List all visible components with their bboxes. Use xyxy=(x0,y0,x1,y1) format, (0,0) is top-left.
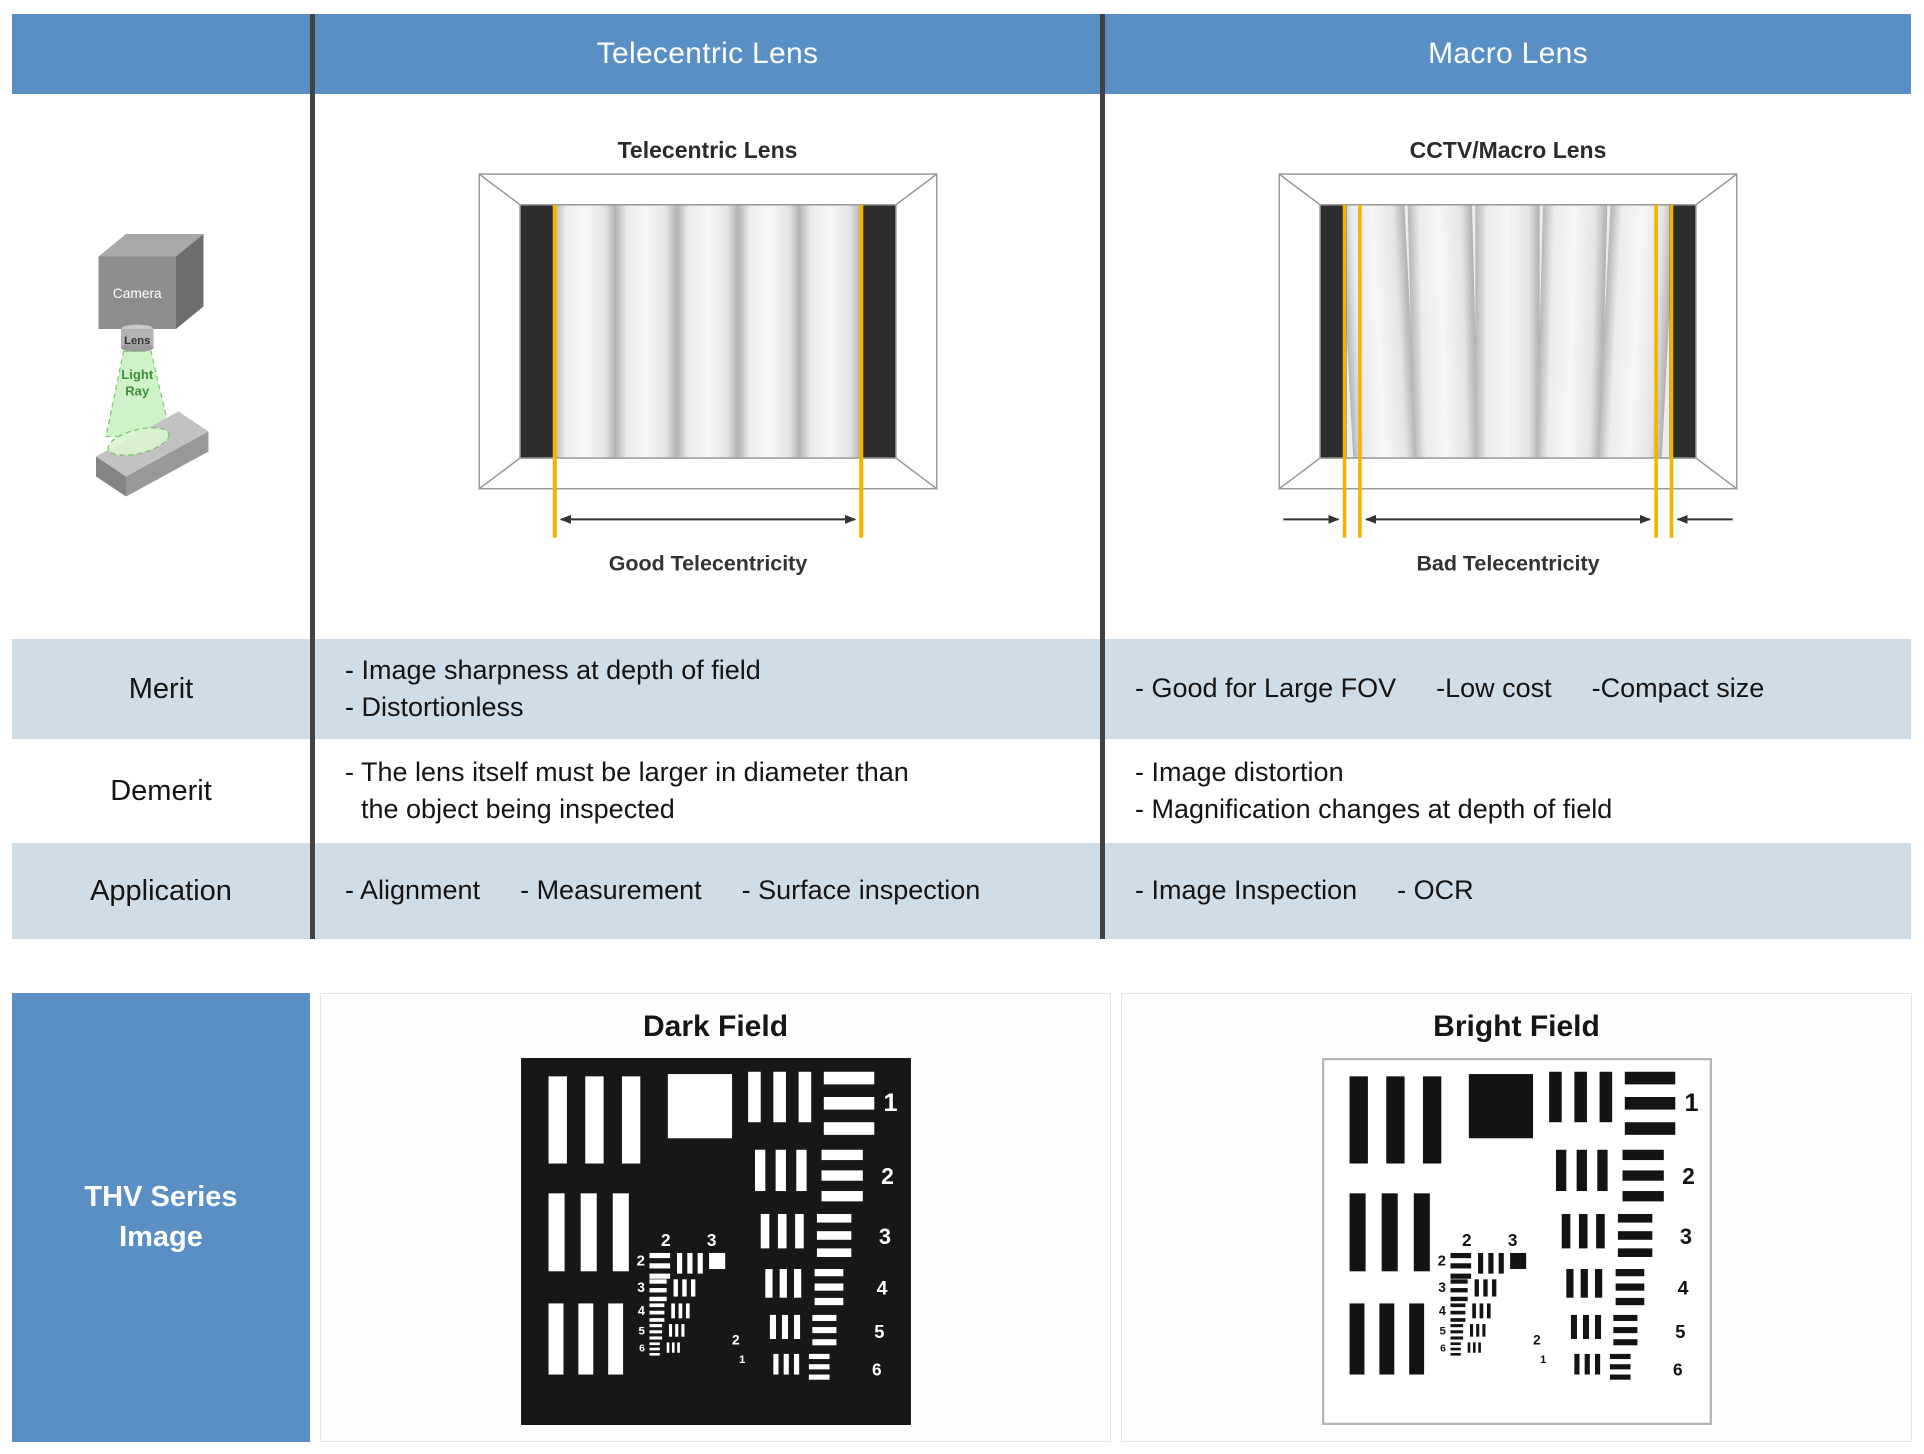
merit-macro-item: - Good for Large FOV xyxy=(1135,673,1397,704)
thv-series-section: THV Series Image Dark Field Bright Field xyxy=(12,993,1912,1442)
header-telecentric-label: Telecentric Lens xyxy=(596,37,819,70)
merit-macro-item: -Compact size xyxy=(1591,673,1765,704)
dark-band-left xyxy=(519,204,555,458)
camera-top-face xyxy=(98,234,204,257)
application-telecentric-cell: - Alignment - Measurement - Surface insp… xyxy=(315,843,1100,939)
camera-setup-cell: Camera Lens Light Ray xyxy=(12,94,310,639)
demerit-telecentric-line: - The lens itself must be larger in diam… xyxy=(345,756,909,787)
merit-label-text: Merit xyxy=(128,672,194,705)
macro-panel-title: CCTV/Macro Lens xyxy=(1409,136,1607,163)
application-macro-item: - OCR xyxy=(1397,875,1474,906)
macro-lens-diagram: Bad Telecentricity xyxy=(1278,172,1738,575)
camera-side-face xyxy=(176,234,204,329)
dark-field-test-chart xyxy=(520,1058,911,1425)
header-telecentric-lens: Telecentric Lens xyxy=(315,14,1100,94)
dark-band-right xyxy=(860,204,896,458)
macro-caption: Bad Telecentricity xyxy=(1416,551,1599,575)
application-macro-item: - Image Inspection xyxy=(1135,875,1358,906)
thv-label-line1: THV Series xyxy=(84,1181,238,1214)
lens-comparison-table: Telecentric Lens Macro Lens Camera Lens … xyxy=(12,14,1911,939)
thv-series-label-cell: THV Series Image xyxy=(12,993,310,1442)
thv-label-line2: Image xyxy=(119,1220,203,1253)
row-label-demerit: Demerit xyxy=(12,739,310,843)
macro-panel: CCTV/Macro Lens xyxy=(1273,137,1743,597)
application-telecentric-item: - Surface inspection xyxy=(741,875,981,906)
merit-telecentric-line: - Distortionless xyxy=(345,692,524,722)
column-divider-right xyxy=(1100,14,1105,939)
bright-field-test-chart xyxy=(1321,1058,1712,1425)
telecentric-diagram-cell: Telecentric Lens xyxy=(315,94,1100,639)
light-ray-label-line1: Light xyxy=(121,367,154,382)
object-wedge-front xyxy=(126,431,209,497)
lens-cylinder xyxy=(121,329,154,348)
outer-frame xyxy=(1278,172,1738,489)
demerit-telecentric-cell: - The lens itself must be larger in diam… xyxy=(315,739,1100,843)
camera-label: Camera xyxy=(113,286,162,301)
camera-setup-diagram: Camera Lens Light Ray xyxy=(96,234,209,497)
header-macro-lens: Macro Lens xyxy=(1105,14,1911,94)
camera-front-face xyxy=(98,256,176,329)
lens-cylinder-bottom xyxy=(121,343,154,353)
merit-telecentric-cell: - Image sharpness at depth of field - Di… xyxy=(315,639,1100,739)
dark-band-right xyxy=(1669,204,1696,458)
application-telecentric-item: - Alignment xyxy=(345,875,481,906)
dark-field-cell: Dark Field xyxy=(320,993,1111,1442)
telecentric-caption: Good Telecentricity xyxy=(608,551,807,575)
column-divider-left xyxy=(310,14,315,939)
application-label-text: Application xyxy=(90,874,232,907)
row-label-merit: Merit xyxy=(12,639,310,739)
merit-macro-cell: - Good for Large FOV -Low cost -Compact … xyxy=(1105,639,1911,739)
bright-field-cell: Bright Field xyxy=(1121,993,1912,1442)
header-empty-cell xyxy=(12,14,310,94)
outer-frame xyxy=(477,172,938,489)
light-ray-label-line2: Ray xyxy=(125,383,150,398)
light-spot-ellipse xyxy=(107,427,170,456)
row-label-application: Application xyxy=(12,843,310,939)
application-macro-cell: - Image Inspection - OCR xyxy=(1105,843,1911,939)
telecentric-panel: Telecentric Lens xyxy=(473,137,943,597)
demerit-label-text: Demerit xyxy=(110,774,212,807)
demerit-macro-line: - Magnification changes at depth of fiel… xyxy=(1135,794,1613,824)
dark-band-left xyxy=(1320,204,1347,458)
application-telecentric-item: - Measurement xyxy=(520,875,702,906)
macro-diagram-cell: CCTV/Macro Lens xyxy=(1105,94,1911,639)
object-wedge-side xyxy=(96,456,126,497)
inner-frame xyxy=(518,203,897,459)
merit-telecentric-line: - Image sharpness at depth of field xyxy=(345,654,761,685)
dark-field-title: Dark Field xyxy=(642,1010,789,1043)
merit-macro-item: -Low cost xyxy=(1436,673,1552,704)
demerit-macro-cell: - Image distortion - Magnification chang… xyxy=(1105,739,1911,843)
telecentric-panel-title: Telecentric Lens xyxy=(617,136,798,163)
demerit-telecentric-line: the object being inspected xyxy=(361,794,675,824)
bright-field-title: Bright Field xyxy=(1433,1010,1600,1043)
demerit-macro-line: - Image distortion xyxy=(1135,756,1344,787)
inner-frame xyxy=(1319,203,1697,459)
header-macro-label: Macro Lens xyxy=(1428,37,1588,70)
telecentric-lens-diagram: Good Telecentricity xyxy=(477,172,938,575)
lens-label: Lens xyxy=(124,335,150,347)
